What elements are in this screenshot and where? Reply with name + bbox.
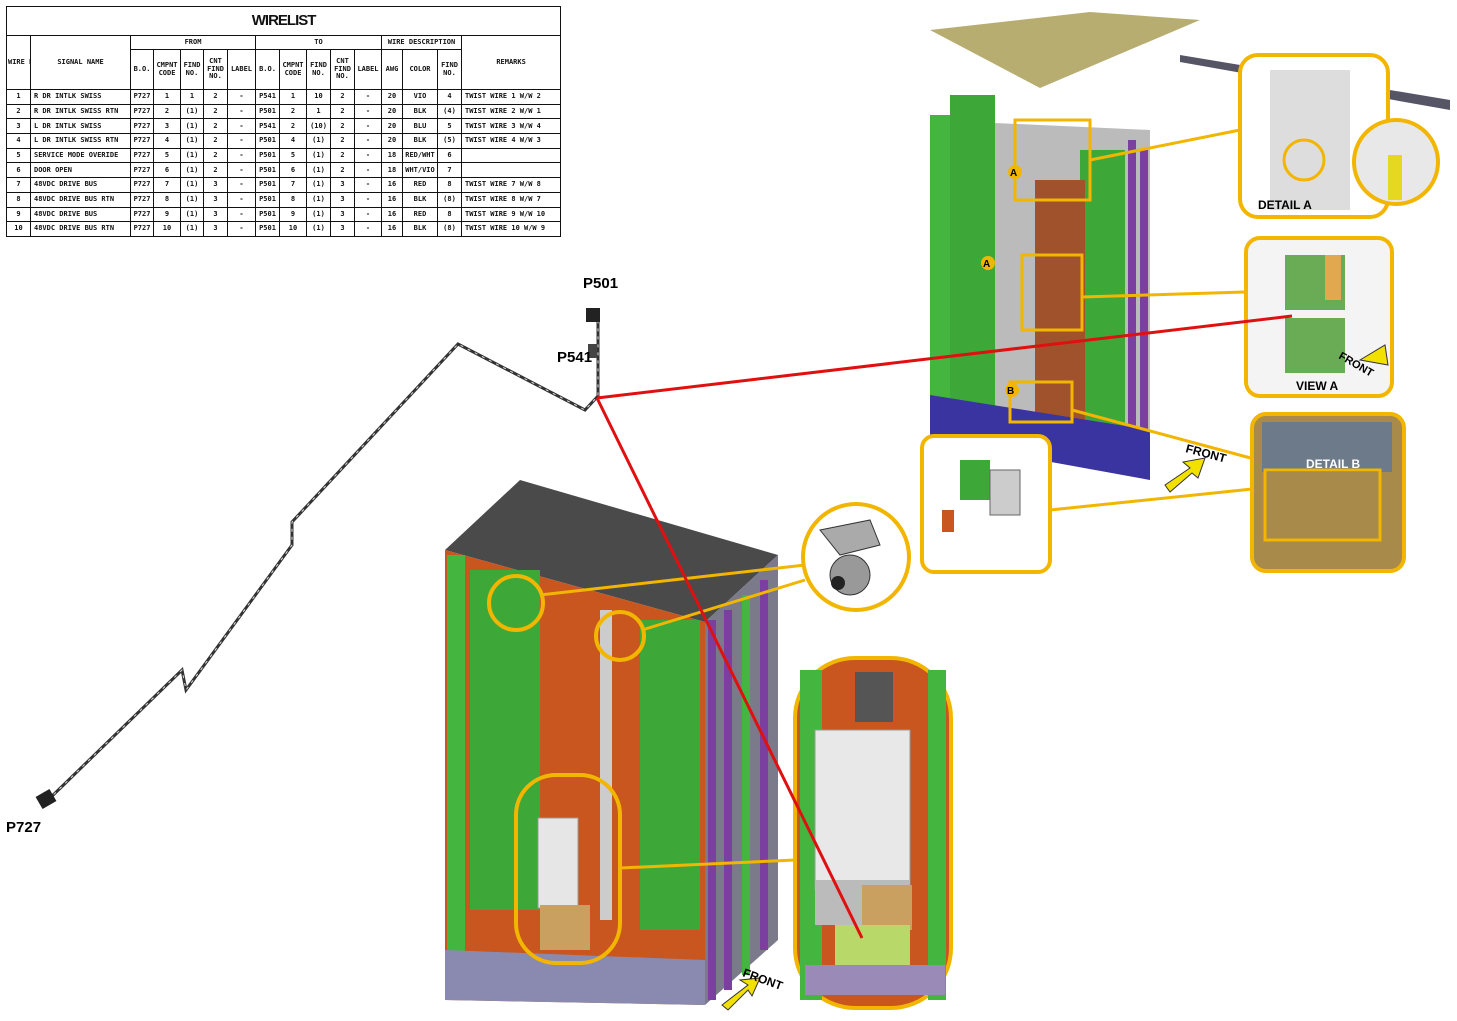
wirelist-table: WIRELIST WIRE NO. SIGNAL NAME FROM TO WI… — [5, 6, 562, 237]
header-from-cnt-find: CNT FIND NO. — [203, 49, 228, 90]
table-cell: P727 — [130, 89, 154, 105]
table-cell: 2 — [279, 103, 307, 120]
header-to-cmpnt: CMPNT CODE — [279, 49, 307, 90]
view-a-label: VIEW A — [1296, 379, 1339, 393]
p541-label: P541 — [557, 349, 592, 366]
wire-harness: P501 P541 P727 — [6, 275, 618, 836]
header-remarks: REMARKS — [460, 35, 562, 90]
table-cell: 10 — [279, 221, 307, 237]
front-arrow-icon — [721, 977, 761, 1011]
header-to-cnt-find: CNT FIND NO. — [330, 49, 355, 90]
front-arrow-icon — [1164, 457, 1206, 493]
interlock-detail-panel — [920, 434, 1052, 574]
detail-b-label: DETAIL B — [1306, 457, 1361, 471]
table-cell: TWIST WIRE 2 W/W 1 — [460, 103, 562, 120]
detail-b-panel: DETAIL B — [1250, 412, 1406, 573]
wire-route-lines — [595, 314, 1293, 939]
table-cell: 2 — [153, 103, 181, 120]
p727-connector-icon — [35, 788, 57, 810]
front-cabinet: FRONT — [445, 480, 806, 1011]
table-cell: P727 — [130, 221, 154, 237]
marker-a: A — [1010, 168, 1017, 179]
callout-circle — [487, 574, 545, 632]
header-wire-find: FIND NO. — [437, 49, 462, 90]
header-wire-no: WIRE NO. — [6, 35, 31, 90]
table-cell: 1 — [306, 103, 331, 120]
detail-a-panel: DETAIL A — [1238, 53, 1440, 219]
header-from-find: FIND NO. — [180, 49, 204, 90]
marker-a-view: A — [983, 259, 990, 270]
table-cell: TWIST WIRE 1 W/W 2 — [460, 89, 562, 105]
marker-b: B — [1007, 386, 1014, 397]
table-cell: P501 — [255, 103, 280, 120]
callout-circle — [594, 610, 646, 662]
camera-detail — [801, 502, 911, 612]
p727-label: P727 — [6, 819, 41, 836]
table-cell: (8) — [437, 221, 462, 237]
header-color: COLOR — [402, 49, 438, 90]
table-cell: TWIST WIRE 10 W/W 9 — [460, 221, 562, 237]
detail-a-label: DETAIL A — [1258, 198, 1312, 212]
table-cell: 20 — [381, 89, 403, 105]
wirelist-title: WIRELIST — [5, 6, 562, 36]
front-arrow-icon — [1358, 344, 1389, 366]
p501-connector-icon — [586, 308, 600, 322]
header-signal-name: SIGNAL NAME — [30, 35, 131, 90]
table-cell: 16 — [381, 221, 403, 237]
header-to-find: FIND NO. — [306, 49, 331, 90]
callout-oval — [514, 773, 622, 965]
p501-label: P501 — [583, 275, 618, 292]
p541-connector-icon — [588, 344, 597, 358]
power-supply-detail — [793, 656, 953, 1010]
view-a-panel: FRONT VIEW A — [1244, 236, 1394, 398]
table-cell: 2 — [6, 103, 31, 120]
header-from-cmpnt: CMPNT CODE — [153, 49, 181, 90]
header-to-label: LABEL — [354, 49, 382, 90]
table-cell: P501 — [255, 221, 280, 237]
